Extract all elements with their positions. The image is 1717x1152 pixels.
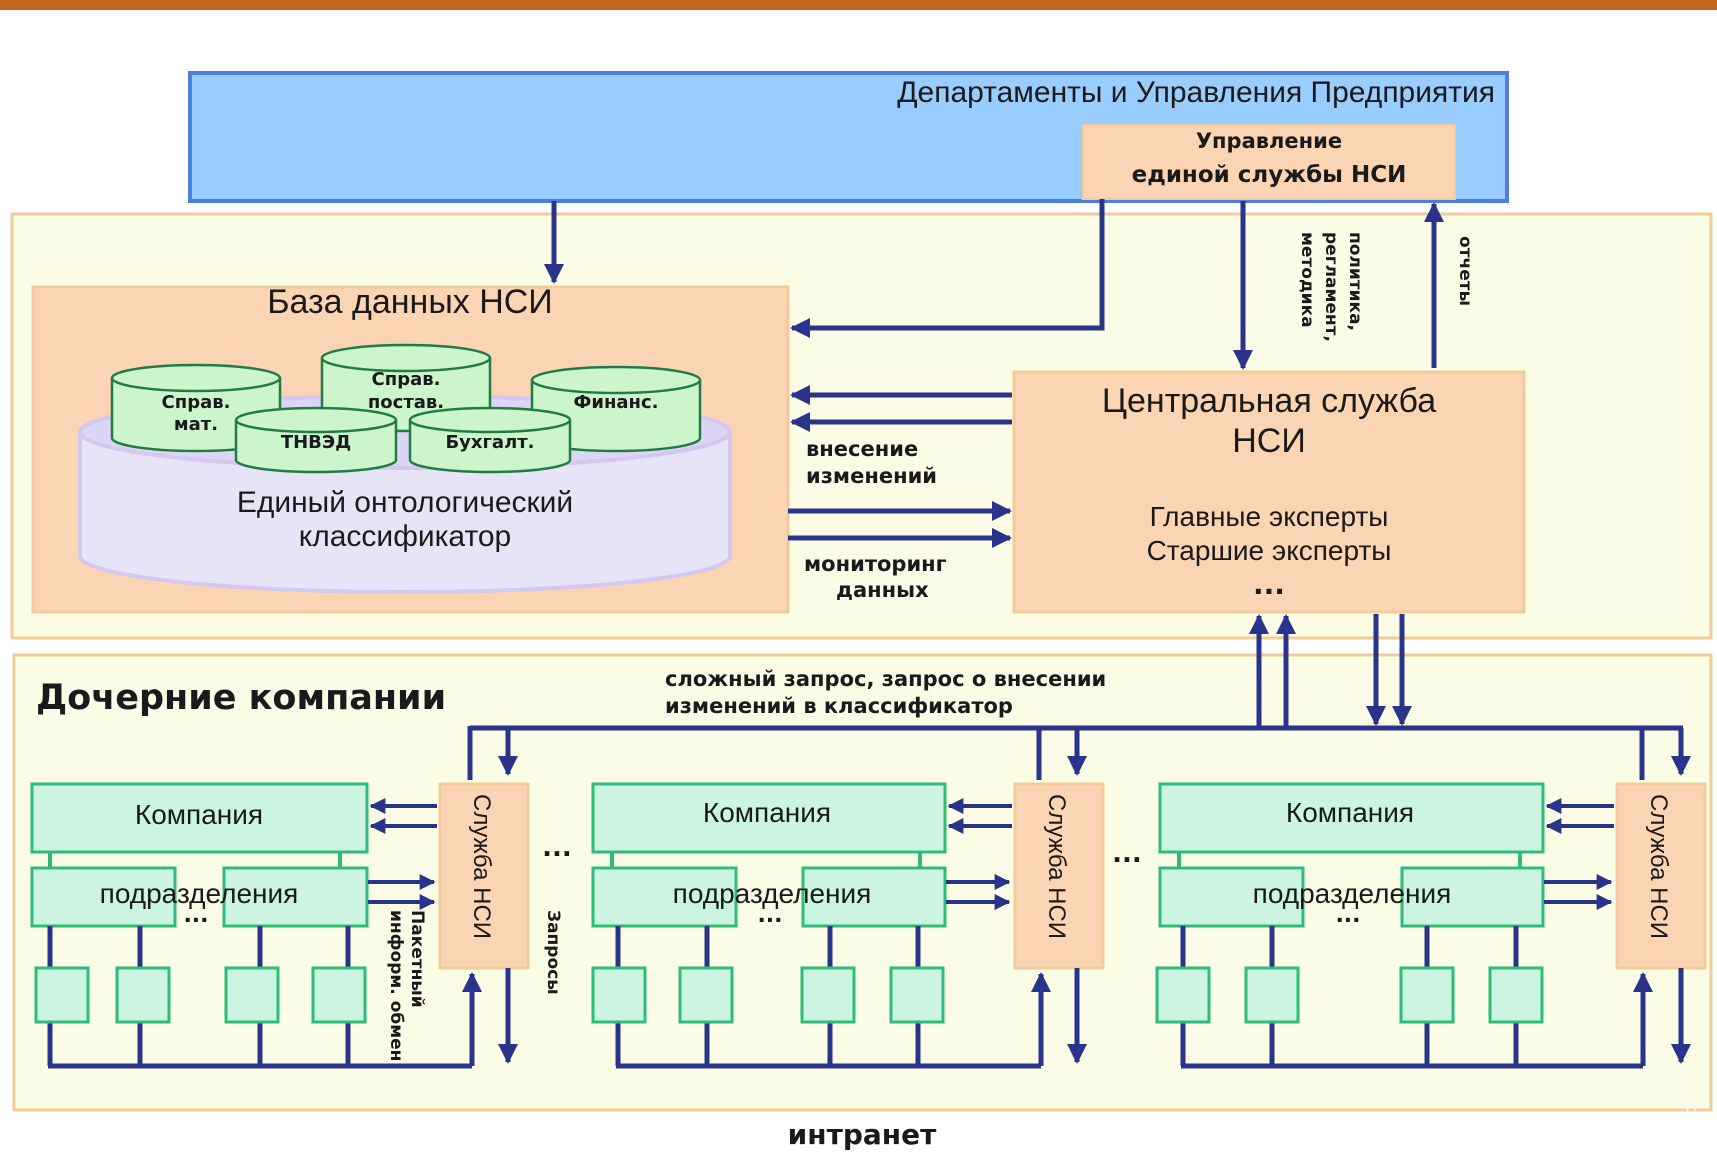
cylinder-tnved-label: ТНВЭД — [281, 432, 351, 453]
central-bus-arrows — [1249, 614, 1412, 727]
monitoring-label-line1: мониторинг — [804, 552, 947, 576]
company-1-label: Компания — [135, 799, 263, 830]
cylinder-finans-label: Финанс. — [574, 392, 659, 413]
company-group-2: Компания подразделения ... Служба НСИ — [591, 728, 1105, 1069]
subsidiaries-title: Дочерние компании — [36, 678, 446, 718]
between-groups-ellipsis-1: ... — [542, 833, 572, 863]
divisions-2-label: подразделения — [673, 878, 872, 909]
service-1-label: Служба НСИ — [468, 794, 495, 939]
reports-label: отчеты — [1455, 236, 1475, 306]
changes-label-line2: изменений — [806, 464, 937, 488]
policy-label-line2: регламент, — [1321, 232, 1341, 342]
company-group-3: Компания подразделения ... Служба НСИ — [1155, 728, 1707, 1069]
top-connectors — [544, 199, 1444, 370]
complex-query-label-line1: сложный запрос, запрос о внесении — [665, 667, 1106, 691]
service-2-label: Служба НСИ — [1043, 794, 1070, 939]
departments-title: Департаменты и Управления Предприятия — [897, 76, 1495, 109]
cylinder-sprav-mat-line2: мат. — [174, 414, 218, 435]
divisions-3-ellipsis: ... — [1335, 903, 1360, 928]
divisions-1-label: подразделения — [100, 878, 299, 909]
cylinder-bukhgalt — [408, 406, 572, 474]
company-3-label: Компания — [1286, 797, 1414, 828]
divisions-2-ellipsis: ... — [757, 903, 782, 928]
intranet-label: интранет — [788, 1118, 937, 1151]
monitoring-label-line2: данных — [836, 578, 929, 602]
central-service-ellipsis: ... — [1253, 568, 1285, 601]
central-service-experts-line1: Главные эксперты — [1150, 501, 1389, 532]
arrow-management-to-database — [790, 199, 1105, 338]
cylinder-sprav-mat-line1: Справ. — [162, 392, 231, 413]
nsi-management-line1: Управление — [1196, 129, 1342, 153]
divisions-3-label: подразделения — [1253, 878, 1452, 909]
company-2-label: Компания — [703, 797, 831, 828]
changes-label-line1: внесение — [806, 437, 918, 461]
central-service-title-line1: Центральная служба — [1102, 382, 1436, 420]
central-nsi-service-box — [1012, 370, 1526, 614]
between-groups-ellipsis-2: ... — [1112, 839, 1142, 869]
cylinder-tnved — [234, 406, 398, 474]
cylinder-bukhgalt-label: Бухгалт. — [445, 432, 534, 453]
central-service-title-line2: НСИ — [1232, 422, 1306, 460]
top-accent-bar — [0, 0, 1717, 10]
packet-exchange-label-line2: информ. обмен — [386, 910, 406, 1061]
cylinder-sprav-postav-line2: постав. — [368, 392, 444, 413]
requests-label: Запросы — [543, 910, 563, 995]
classifier-label-line2: классификатор — [299, 520, 511, 553]
service-3-label: Служба НСИ — [1645, 794, 1672, 939]
cylinder-finans — [530, 365, 702, 453]
divisions-1-ellipsis: ... — [183, 903, 208, 928]
page-number: 17 — [1683, 1100, 1699, 1116]
complex-query-label-line2: изменений в классификатор — [665, 694, 1013, 718]
policy-label-line3: методика — [1297, 232, 1317, 328]
database-central-arrows — [788, 385, 1012, 548]
central-service-experts-line2: Старшие эксперты — [1147, 535, 1392, 566]
nsi-management-line2: единой службы НСИ — [1132, 162, 1407, 188]
company-group-1: Компания подразделения ... Служба НСИ — [30, 726, 530, 1069]
cylinder-sprav-postav-line1: Справ. — [372, 369, 441, 390]
classifier-label-line1: Единый онтологический — [237, 486, 573, 519]
nsi-database-title: База данных НСИ — [267, 283, 553, 321]
nsi-management-box — [1082, 124, 1456, 200]
packet-exchange-label-line1: Пакетный — [407, 910, 427, 1008]
policy-label-line1: политика, — [1345, 232, 1365, 331]
